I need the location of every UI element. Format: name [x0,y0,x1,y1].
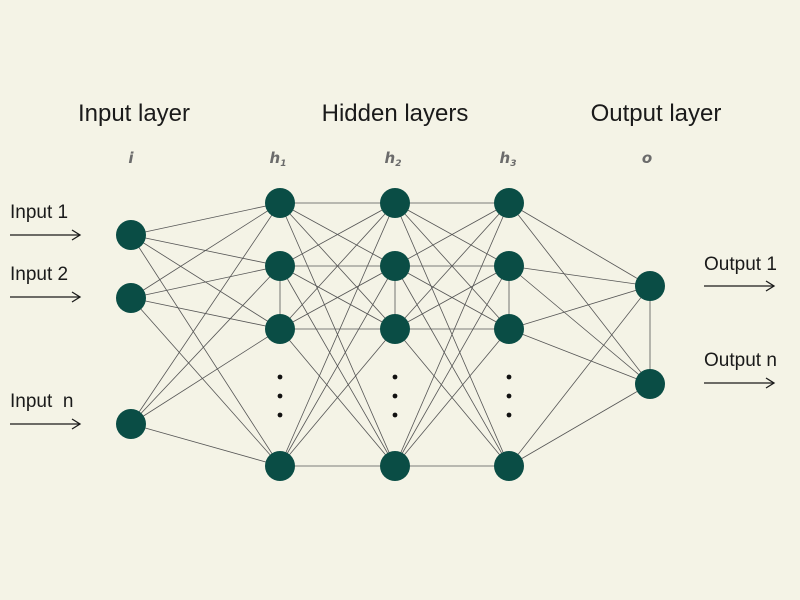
edge-h1-1-to-h2-0 [279,202,396,267]
node-h2-1 [380,251,410,281]
node-h3-2 [494,314,524,344]
input-n-arrow [10,418,82,430]
edge-h2-3-to-h3-1 [394,265,510,467]
node-output-0 [635,271,665,301]
input-2-arrow [10,291,82,303]
ellipsis-dot-h3-2 [506,412,512,418]
neurons [116,188,665,481]
h3-letter: h [500,149,511,167]
input-1-label: Input 1 [10,202,68,223]
edge-input-0-to-h1-3 [130,234,281,467]
edge-h2-3-to-h3-0 [394,202,510,467]
edge-h1-3-to-h2-2 [279,328,396,467]
edge-h3-3-to-output-1 [508,383,651,467]
node-h3-0 [494,188,524,218]
node-h1-2 [265,314,295,344]
edge-input-1-to-h1-1 [130,265,281,299]
edge-h1-3-to-h2-0 [279,202,396,467]
node-input-1 [116,283,146,313]
output-1-arrow [704,280,776,292]
edge-input-2-to-h1-1 [130,265,281,425]
edge-h1-3-to-h2-1 [279,265,396,467]
edge-h3-2-to-output-1 [508,328,651,385]
ellipsis-dot-h3-0 [506,374,512,380]
edge-h3-1-to-output-0 [508,265,651,287]
node-output-1 [635,369,665,399]
node-h1-1 [265,251,295,281]
ellipsis-dot-h3-1 [506,393,512,399]
input-layer-title: Input layer [78,100,190,127]
hidden-layer-2-symbol: h2 [385,149,402,169]
ellipsis-dots [277,374,512,418]
h1-subscript: 1 [280,159,286,169]
node-h1-0 [265,188,295,218]
connections [130,202,651,467]
h1-letter: h [270,149,281,167]
hidden-layer-1-symbol: h1 [270,149,287,169]
edge-input-2-to-h1-3 [130,423,281,467]
edge-h3-3-to-output-0 [508,285,651,467]
node-input-2 [116,409,146,439]
edge-h2-3-to-h3-2 [394,328,510,467]
output-n-label: Output n [704,350,777,371]
ellipsis-dot-h2-1 [392,393,398,399]
input-layer-symbol: i [128,149,134,167]
ellipsis-dot-h1-1 [277,393,283,399]
node-h2-0 [380,188,410,218]
h2-subscript: 2 [395,159,401,169]
edge-h1-2-to-h2-1 [279,265,396,330]
edge-h2-2-to-h3-1 [394,265,510,330]
hidden-layers-title: Hidden layers [322,100,469,127]
ellipsis-dot-h2-2 [392,412,398,418]
edge-input-2-to-h1-2 [130,328,281,425]
node-h2-2 [380,314,410,344]
ellipsis-dot-h1-2 [277,412,283,418]
node-h2-3 [380,451,410,481]
h3-subscript: 3 [510,159,516,169]
edge-h2-1-to-h3-0 [394,202,510,267]
input-2-label: Input 2 [10,264,68,285]
edge-h1-2-to-h2-0 [279,202,396,330]
h2-letter: h [385,149,396,167]
output-n-arrow [704,377,776,389]
hidden-layer-3-symbol: h3 [500,149,517,169]
edge-input-1-to-h1-3 [130,297,281,467]
edge-h3-0-to-output-1 [508,202,651,385]
edge-h2-2-to-h3-0 [394,202,510,330]
node-h1-3 [265,451,295,481]
edge-h3-1-to-output-1 [508,265,651,385]
node-h3-1 [494,251,524,281]
edge-h3-0-to-output-0 [508,202,651,287]
edge-input-1-to-h1-0 [130,202,281,299]
edge-input-2-to-h1-0 [130,202,281,425]
output-layer-title: Output layer [591,100,722,127]
ellipsis-dot-h2-0 [392,374,398,380]
edge-h3-2-to-output-0 [508,285,651,330]
node-h3-3 [494,451,524,481]
output-layer-symbol: o [642,149,652,167]
edge-input-0-to-h1-0 [130,202,281,236]
ellipsis-dot-h1-0 [277,374,283,380]
input-n-label: Input n [10,391,73,412]
node-input-0 [116,220,146,250]
input-1-arrow [10,229,82,241]
output-1-label: Output 1 [704,254,777,275]
